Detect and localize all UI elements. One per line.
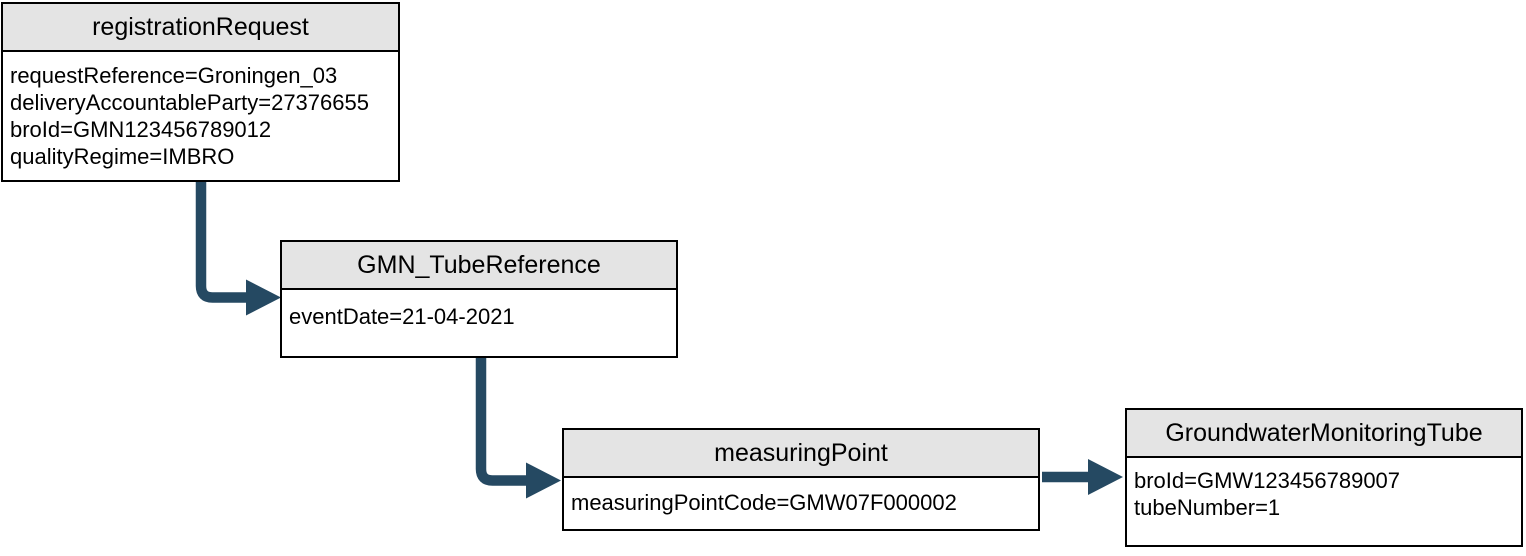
node-attributes: broId=GMW123456789007 tubeNumber=1 <box>1127 458 1521 521</box>
attribute-line: measuringPointCode=GMW07F000002 <box>571 490 957 515</box>
node-title: GMN_TubeReference <box>282 242 676 290</box>
attribute-line: broId=GMN123456789012 <box>10 117 272 142</box>
node-title: measuringPoint <box>564 430 1038 478</box>
node-measuring-point: measuringPoint measuringPointCode=GMW07F… <box>562 428 1040 531</box>
attribute-line: tubeNumber=1 <box>1134 495 1281 520</box>
node-title: registrationRequest <box>3 4 398 52</box>
edge-measuringpoint-to-tube <box>1042 459 1123 495</box>
node-attributes: requestReference=Groningen_03 deliveryAc… <box>3 52 398 170</box>
node-attributes: eventDate=21-04-2021 <box>282 290 676 330</box>
node-gmn-tube-reference: GMN_TubeReference eventDate=21-04-2021 <box>280 240 678 358</box>
attribute-line: deliveryAccountableParty=27376655 <box>10 90 369 115</box>
node-registration-request: registrationRequest requestReference=Gro… <box>1 2 400 182</box>
node-title: GroundwaterMonitoringTube <box>1127 410 1521 458</box>
node-attributes: measuringPointCode=GMW07F000002 <box>564 478 1038 516</box>
attribute-line: eventDate=21-04-2021 <box>289 304 515 329</box>
attribute-line: qualityRegime=IMBRO <box>10 144 235 169</box>
edge-registration-to-tubereference <box>195 181 281 316</box>
attribute-line: broId=GMW123456789007 <box>1134 468 1401 493</box>
edge-tubereference-to-measuringpoint <box>475 357 561 499</box>
attribute-line: requestReference=Groningen_03 <box>10 63 338 88</box>
node-groundwater-monitoring-tube: GroundwaterMonitoringTube broId=GMW12345… <box>1125 408 1523 547</box>
